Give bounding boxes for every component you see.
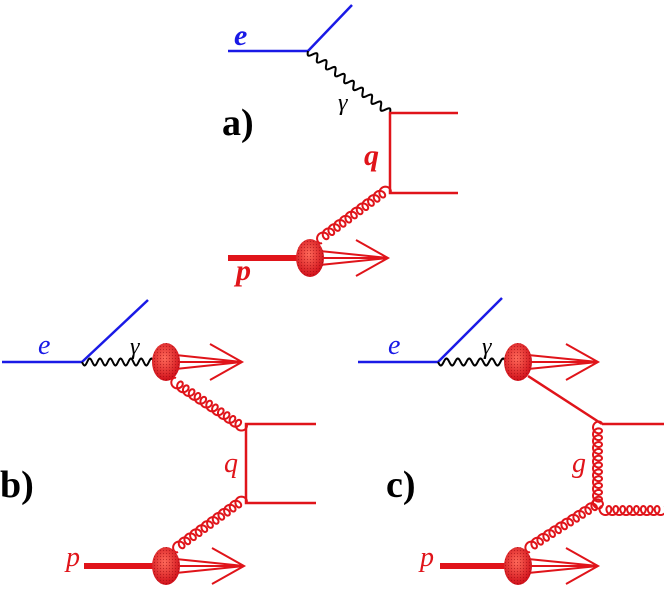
c-electron-outgoing-line	[437, 297, 503, 363]
a-electron-label: e	[234, 19, 247, 52]
c-electron-label: e	[388, 330, 400, 361]
diagram-c: e γ c) g p	[358, 297, 664, 585]
c-exchanged-gluon-line	[591, 420, 604, 510]
a-proton-label: p	[233, 254, 251, 287]
c-incoming-gluon-line	[524, 498, 604, 554]
a-quark-line	[388, 111, 458, 195]
b-photon-line	[81, 357, 155, 367]
c-panel-label: c)	[386, 464, 416, 506]
b-electron-label: e	[38, 330, 50, 361]
b-quark-label: q	[224, 448, 238, 479]
a-quark-label: q	[364, 139, 379, 172]
c-proton-label: p	[418, 542, 434, 573]
c-outgoing-gluon-line	[598, 504, 664, 517]
c-proton-remnant-arrow	[517, 547, 601, 585]
b-electron-outgoing-line	[81, 299, 149, 363]
diagram-a: e γ a) q p	[222, 4, 458, 287]
a-gluon-line	[316, 185, 392, 245]
a-electron-outgoing-line	[307, 4, 353, 52]
b-gluon-lower-line	[172, 495, 248, 554]
b-panel-label: b)	[0, 464, 34, 506]
b-proton-label: p	[64, 542, 80, 573]
b-quark-line	[244, 422, 316, 505]
b-photon-label: γ	[130, 334, 140, 360]
c-quark-line	[527, 374, 603, 426]
c-photon-label: γ	[482, 334, 492, 360]
c-photon-line	[437, 357, 507, 367]
diagram-b: e γ b) q p	[0, 299, 316, 585]
a-photon-line	[306, 50, 392, 114]
a-photon-label: γ	[338, 90, 348, 116]
b-gluon-upper-line	[170, 376, 248, 432]
c-gluon-label: g	[572, 448, 586, 479]
a-panel-label: a)	[222, 102, 254, 144]
